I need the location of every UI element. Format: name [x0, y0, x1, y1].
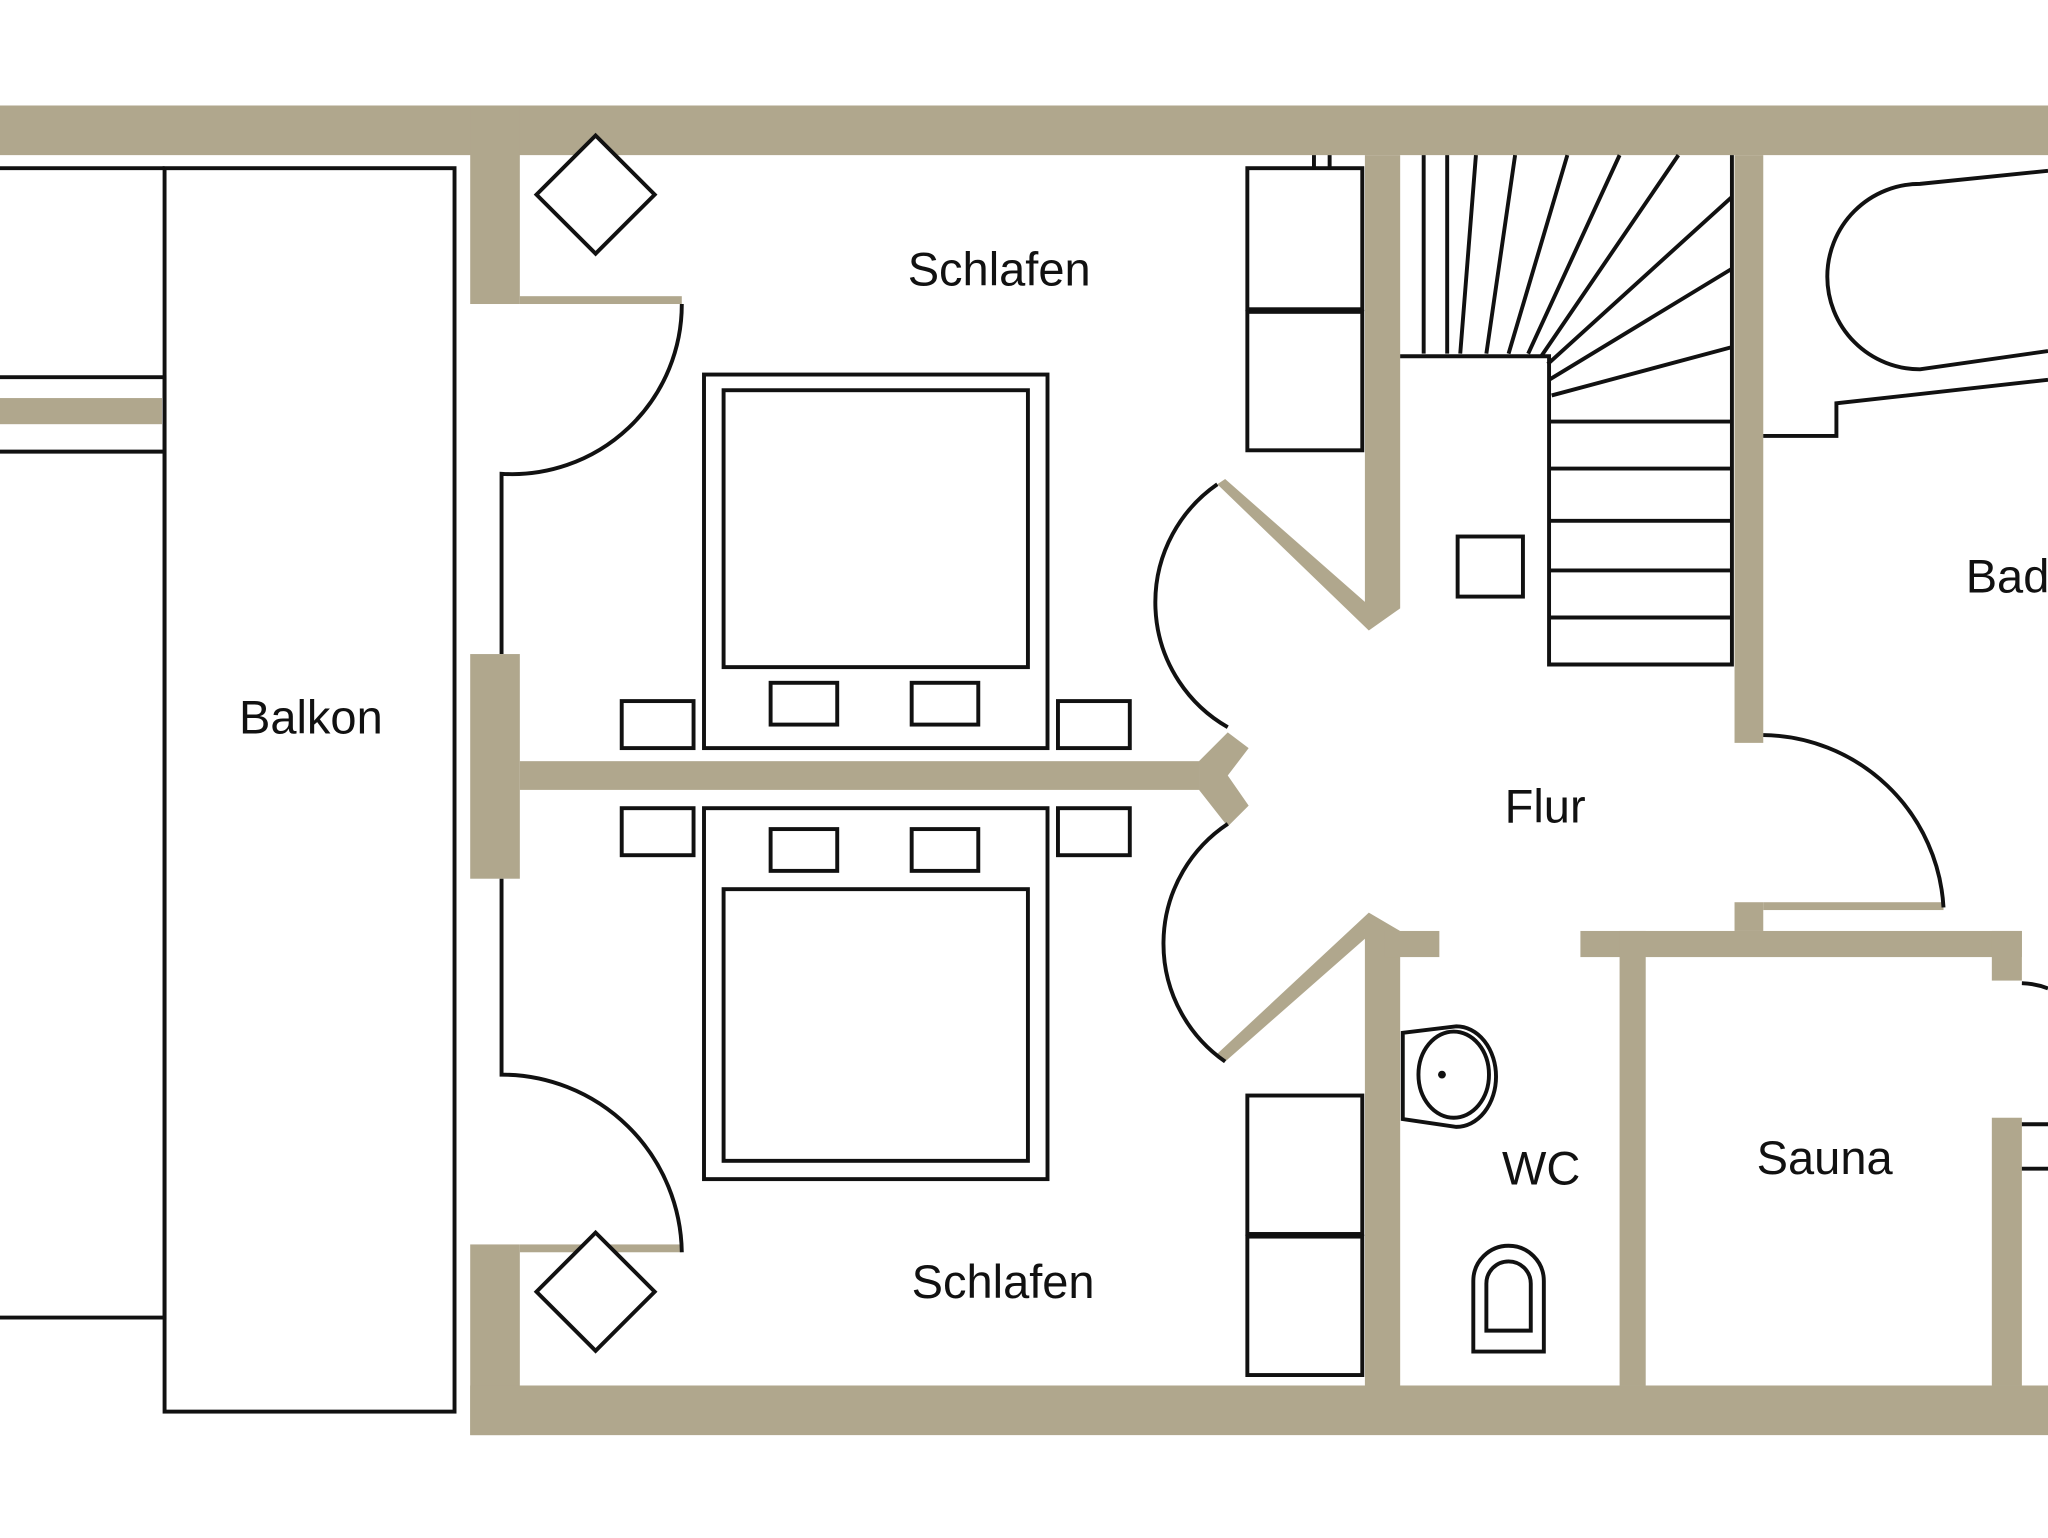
bath-fixtures [1763, 168, 2048, 438]
room-label-wc: WC [1502, 1141, 1580, 1194]
room-label-schlafen-top: Schlafen [908, 243, 1091, 296]
room-label-balkon: Balkon [239, 691, 383, 744]
right-edge-fixture [2021, 1122, 2048, 1171]
walls [0, 105, 2048, 1436]
room-label-schlafen-bottom: Schlafen [912, 1255, 1095, 1308]
doors [499, 304, 2048, 1253]
bedroom-bottom-furniture [533, 806, 1365, 1377]
room-label-sauna: Sauna [1757, 1131, 1894, 1184]
staircase [1400, 154, 1734, 667]
room-label-bad: Bad [1966, 550, 2048, 603]
wc-fixtures [1400, 1024, 1546, 1354]
bedroom-top-furniture [533, 132, 1365, 751]
room-label-flur: Flur [1505, 780, 1586, 833]
balcony [0, 166, 457, 1414]
